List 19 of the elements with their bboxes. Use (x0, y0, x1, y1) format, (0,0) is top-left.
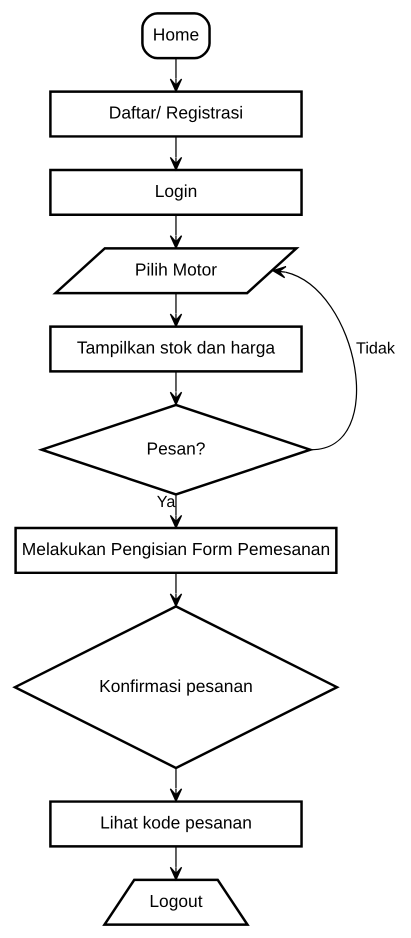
arrow (170, 136, 182, 170)
edge-label: Tidak (356, 339, 395, 358)
arrow (272, 266, 358, 450)
arrow (170, 58, 182, 92)
arrow (170, 372, 182, 406)
node-box: Melakukan Pengisian Form Pemesanan (14, 526, 338, 574)
node-box: Home (141, 12, 211, 60)
node-diamond: Pesan? (38, 404, 314, 496)
arrow (170, 768, 182, 802)
node-diamond: Konfirmasi pesanan (12, 604, 340, 770)
arrow (170, 494, 182, 528)
node-box: Login (49, 168, 303, 216)
arrow (170, 573, 182, 607)
node-box: Daftar/ Registrasi (49, 90, 303, 138)
arrow (170, 215, 182, 249)
arrow (170, 846, 182, 880)
node-box: Lihat kode pesanan (49, 800, 303, 848)
node-box: Tampilkan stok dan harga (49, 325, 303, 373)
arrow (170, 293, 182, 328)
